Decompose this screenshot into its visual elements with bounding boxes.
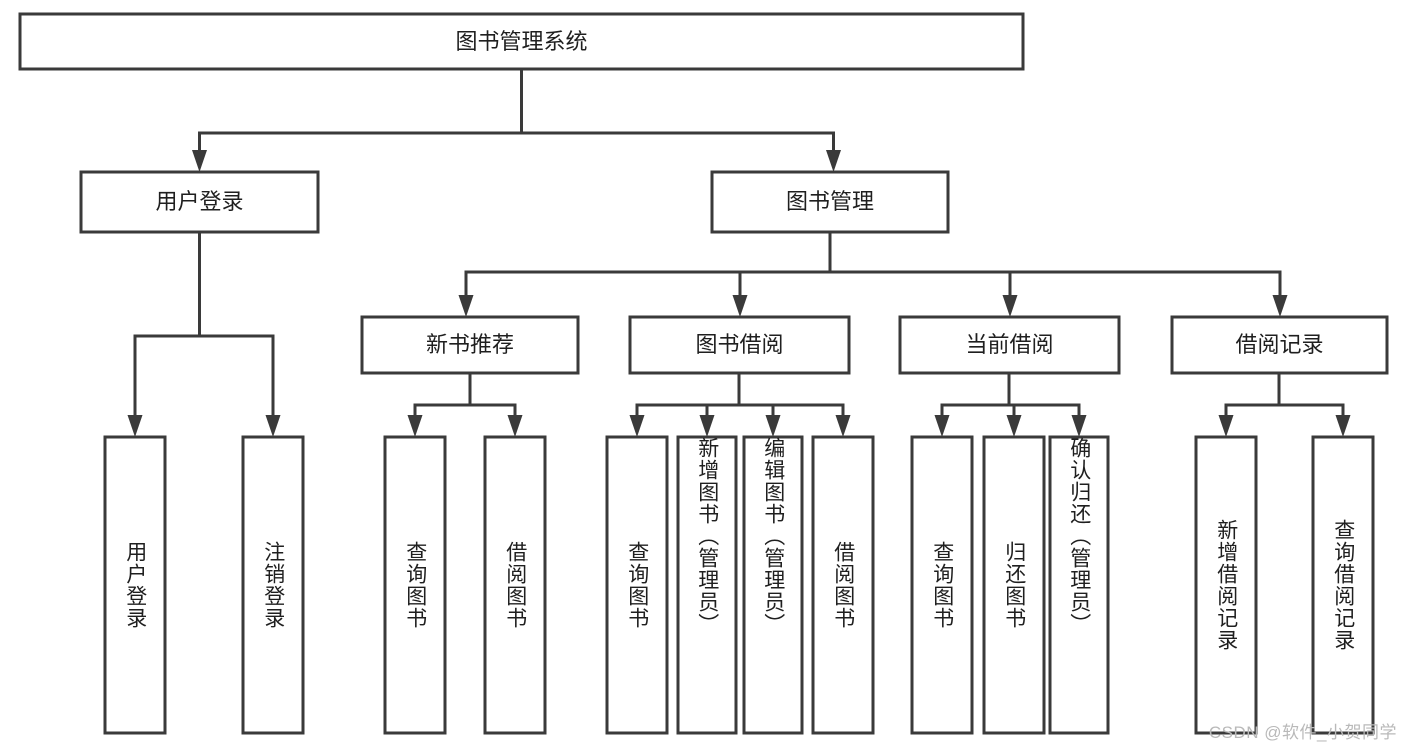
- node-book-borrow[interactable]: 图书借阅: [628, 315, 851, 375]
- connector-bookmanage-to-level3: [458, 230, 1288, 317]
- connector-newbook-to-leaves: [407, 371, 523, 437]
- leaf-box-query-book-3[interactable]: [910, 435, 974, 735]
- node-borrow-record-label: 借阅记录: [1235, 332, 1323, 357]
- leaf-boxes: [103, 435, 1375, 735]
- leaf-box-borrow-book-1[interactable]: [483, 435, 547, 735]
- leaf-box-query-book-2[interactable]: [605, 435, 669, 735]
- node-book-borrow-label: 图书借阅: [695, 332, 783, 357]
- connector-currentborrow-to-leaves: [934, 371, 1087, 437]
- node-book-manage-label: 图书管理: [786, 189, 874, 214]
- leaf-box-query-record[interactable]: [1311, 435, 1375, 735]
- node-borrow-record[interactable]: 借阅记录: [1170, 315, 1389, 375]
- node-root-label: 图书管理系统: [455, 29, 587, 54]
- node-current-borrow[interactable]: 当前借阅: [898, 315, 1121, 375]
- leaf-box-add-record[interactable]: [1194, 435, 1258, 735]
- connector-root-to-level2: [192, 67, 841, 172]
- node-new-book-recommend-label: 新书推荐: [426, 332, 514, 357]
- leaf-box-logout[interactable]: [241, 435, 305, 735]
- leaf-box-confirm-return[interactable]: [1048, 435, 1110, 735]
- node-root[interactable]: 图书管理系统: [18, 12, 1025, 71]
- leaf-box-user-login[interactable]: [103, 435, 167, 735]
- node-user-login[interactable]: 用户登录: [79, 170, 320, 234]
- leaf-box-edit-book[interactable]: [742, 435, 804, 735]
- connector-bookborrow-to-leaves: [629, 371, 851, 437]
- node-user-login-label: 用户登录: [155, 189, 243, 214]
- leaf-box-return-book[interactable]: [982, 435, 1046, 735]
- node-new-book-recommend[interactable]: 新书推荐: [360, 315, 580, 375]
- connector-userlogin-to-leaves: [127, 230, 281, 437]
- node-current-borrow-label: 当前借阅: [965, 332, 1053, 357]
- leaf-box-add-book[interactable]: [676, 435, 738, 735]
- node-book-manage[interactable]: 图书管理: [710, 170, 950, 234]
- leaf-box-borrow-book-2[interactable]: [811, 435, 875, 735]
- leaf-box-query-book-1[interactable]: [383, 435, 447, 735]
- watermark: CSDN @软件_小贺同学: [1208, 723, 1397, 742]
- connector-borrowrecord-to-leaves: [1218, 371, 1351, 437]
